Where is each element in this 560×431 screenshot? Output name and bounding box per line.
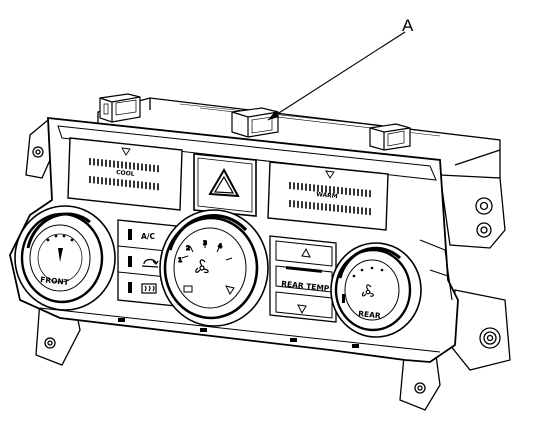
svg-text:3: 3	[203, 240, 207, 247]
bezel-bottom-tabs	[118, 318, 359, 348]
left-display-bargraph-bottom	[89, 176, 159, 191]
svg-text:2: 2	[186, 245, 190, 252]
front-temp-knob[interactable]: FRONT	[14, 205, 116, 311]
left-display-label: COOL	[116, 169, 135, 178]
mode-fan-knob[interactable]: 1 2 3 4	[159, 209, 269, 327]
rear-knob-fan-icon	[361, 284, 374, 297]
down-arrow-icon	[297, 304, 307, 315]
rear-defrost-icon	[141, 283, 157, 294]
right-display-label: WARM	[316, 191, 338, 200]
up-arrow-icon	[301, 247, 311, 258]
recirculation-icon	[141, 258, 159, 268]
callout-arrowhead	[268, 110, 279, 120]
svg-text:4: 4	[218, 243, 222, 250]
bracket-lower-right	[449, 289, 511, 371]
bezel-bottom-edge	[39, 307, 441, 353]
temp-up-button[interactable]	[275, 240, 333, 267]
ac-indicator-led	[128, 229, 132, 240]
front-knob-tick-marks	[46, 234, 74, 242]
bracket-right	[439, 174, 506, 249]
right-side-panel	[419, 239, 453, 301]
front-knob-label: FRONT	[40, 275, 70, 287]
rear-defrost-button[interactable]	[128, 282, 157, 294]
hazard-triangle-icon	[208, 167, 240, 198]
svg-text:1: 1	[178, 257, 182, 264]
hazard-switch[interactable]	[193, 153, 257, 217]
right-display: WARM	[267, 161, 389, 231]
ac-button-label: A/C	[141, 232, 156, 241]
connector-right	[369, 123, 411, 151]
temp-down-button[interactable]	[275, 291, 333, 319]
rear-temp-indicator	[285, 266, 323, 273]
defrost-indicator-led	[128, 282, 132, 293]
fan-icon	[195, 259, 209, 274]
connector-left	[99, 93, 141, 123]
front-knob-pointer	[58, 248, 63, 262]
recirc-indicator-led	[128, 256, 132, 267]
bracket-left	[25, 118, 51, 179]
rear-knob-tick-marks	[352, 266, 384, 278]
recirculation-button[interactable]	[128, 256, 159, 268]
ac-button[interactable]: A/C	[128, 229, 156, 241]
button-column-right: REAR TEMP	[269, 235, 337, 323]
rear-knob-label: REAR	[358, 309, 382, 320]
left-display: COOL	[67, 137, 183, 211]
bezel-top-lip	[57, 125, 437, 181]
callout-leader-line	[267, 31, 406, 121]
rear-temp-knob[interactable]: REAR	[330, 242, 422, 338]
connector-middle	[231, 107, 279, 138]
right-display-bargraph-bottom	[289, 200, 371, 216]
rear-knob-pointer	[342, 294, 345, 303]
callout-label-a: A	[402, 16, 414, 35]
right-display-bargraph-top	[289, 182, 371, 198]
mode-position-marks: 1 2 3 4	[178, 240, 235, 295]
left-display-bargraph-top	[89, 158, 159, 173]
